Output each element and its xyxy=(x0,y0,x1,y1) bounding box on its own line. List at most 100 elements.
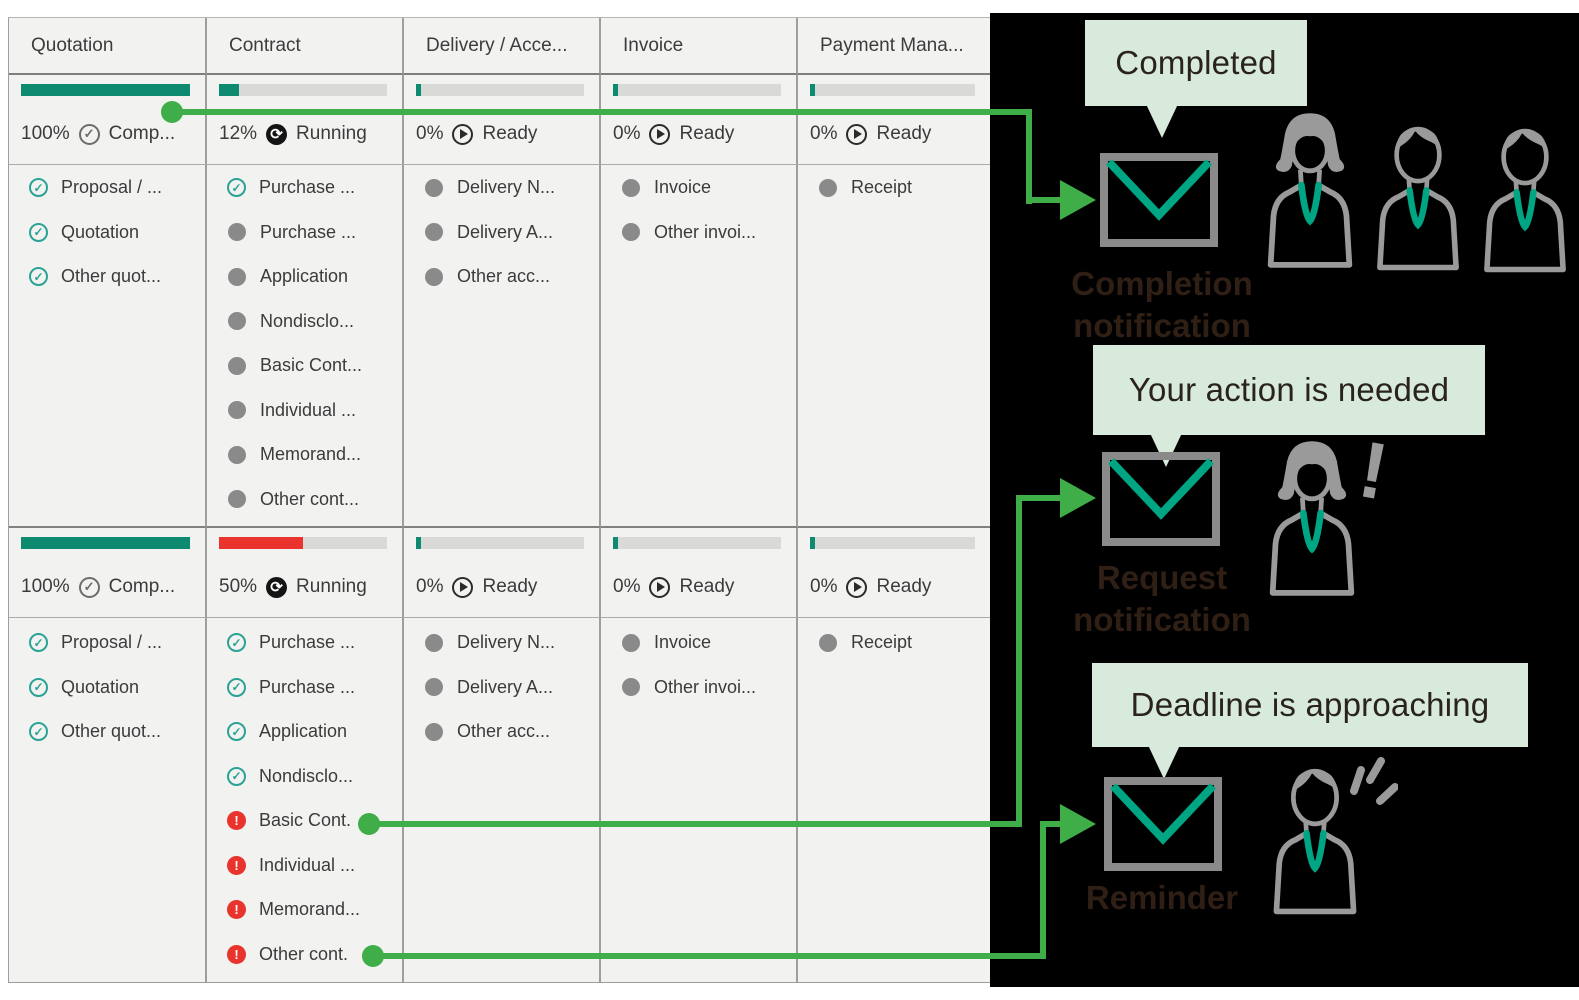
item-label: Application xyxy=(259,721,348,741)
document-item[interactable]: Individual ... xyxy=(227,398,402,423)
item-label: Basic Cont. xyxy=(259,810,352,830)
document-item[interactable]: Proposal / ... xyxy=(29,175,205,200)
document-item[interactable]: Purchase ... xyxy=(227,220,402,245)
document-item[interactable]: Receipt xyxy=(818,175,990,200)
document-item[interactable]: Delivery A... xyxy=(424,675,599,700)
progress-cell[interactable]: 100% Comp... xyxy=(9,75,207,165)
progress-percent: 100% xyxy=(21,123,70,144)
item-pending-icon xyxy=(819,178,837,197)
connector-line xyxy=(368,821,1022,827)
document-item[interactable]: Other invoi... xyxy=(621,675,796,700)
column-header-contract: Contract xyxy=(207,18,404,75)
document-item[interactable]: Nondisclo... xyxy=(227,309,402,334)
progress-cell[interactable]: 0%Ready xyxy=(798,75,992,165)
progress-bar xyxy=(416,84,584,96)
document-item[interactable]: Invoice xyxy=(621,630,796,655)
person-icon xyxy=(1484,128,1566,273)
connector-dot xyxy=(358,813,380,835)
progress-cell[interactable]: 0%Ready xyxy=(404,528,601,618)
progress-fill xyxy=(416,537,421,549)
item-alert-icon xyxy=(227,900,246,919)
progress-fill xyxy=(810,537,815,549)
document-item[interactable]: Quotation xyxy=(29,675,205,700)
item-label: Quotation xyxy=(61,676,140,697)
caption-line: Reminder xyxy=(1085,879,1239,916)
document-item[interactable]: Purchase ... xyxy=(227,675,402,700)
progress-percent: 0% xyxy=(416,576,444,597)
document-item[interactable]: Application xyxy=(227,719,402,744)
items-cell: Purchase ... Purchase ... Application No… xyxy=(207,165,404,528)
document-item[interactable]: Quotation xyxy=(29,220,205,245)
document-item[interactable]: Delivery A... xyxy=(424,220,599,245)
document-item[interactable]: Nondisclo... xyxy=(227,764,402,789)
status-complete-icon xyxy=(78,576,100,598)
status-running-icon xyxy=(266,576,288,598)
item-done-icon xyxy=(227,722,246,741)
progress-cell[interactable]: 12%Running xyxy=(207,75,404,165)
item-label: Individual ... xyxy=(259,854,356,875)
progress-cell[interactable]: 0%Ready xyxy=(601,528,798,618)
document-item[interactable]: Other invoi... xyxy=(621,220,796,245)
document-item[interactable]: Other cont. xyxy=(227,942,402,967)
document-item[interactable]: Basic Cont. xyxy=(227,808,402,833)
caption-line: Completion xyxy=(1071,265,1253,302)
items-cell: Purchase ... Purchase ... Application No… xyxy=(207,618,404,982)
document-item[interactable]: Purchase ... xyxy=(227,630,402,655)
speech-bubble-completed: Completed xyxy=(1085,20,1307,106)
document-item[interactable]: Invoice xyxy=(621,175,796,200)
item-label: Delivery N... xyxy=(457,632,556,652)
progress-bar xyxy=(21,84,190,96)
caption-line: notification xyxy=(1073,307,1251,344)
item-label: Quotation xyxy=(61,221,140,242)
document-item[interactable]: Delivery N... xyxy=(424,175,599,200)
item-pending-icon xyxy=(425,267,443,286)
item-label: Purchase ... xyxy=(259,632,356,652)
status-label: Comp... xyxy=(108,123,176,144)
caption-line: notification xyxy=(1073,601,1251,638)
progress-percent: 12% xyxy=(219,123,258,144)
progress-cell[interactable]: 0%Ready xyxy=(404,75,601,165)
document-item[interactable]: Memorand... xyxy=(227,897,402,922)
progress-cell[interactable]: 50%Running xyxy=(207,528,404,618)
column-header-delivery: Delivery / Acce... xyxy=(404,18,601,75)
document-item[interactable]: Other acc... xyxy=(424,719,599,744)
progress-cell[interactable]: 0%Ready xyxy=(601,75,798,165)
progress-percent: 0% xyxy=(613,123,641,144)
connector-line xyxy=(1026,197,1064,203)
status-complete-icon xyxy=(78,123,100,145)
column-header-payment: Payment Mana... xyxy=(798,18,992,75)
item-label: Delivery N... xyxy=(457,177,556,197)
document-item[interactable]: Individual ... xyxy=(227,853,402,878)
connector-line xyxy=(1016,495,1022,827)
progress-percent: 0% xyxy=(613,576,641,597)
item-label: Basic Cont... xyxy=(260,355,363,375)
item-done-icon xyxy=(227,677,246,697)
document-item[interactable]: Delivery N... xyxy=(424,630,599,655)
document-item[interactable]: Proposal / ... xyxy=(29,630,205,655)
item-label: Nondisclo... xyxy=(259,765,354,786)
document-item[interactable]: Purchase ... xyxy=(227,175,402,200)
progress-cell[interactable]: 100%Comp... xyxy=(9,528,207,618)
document-item[interactable]: Other cont... xyxy=(227,487,402,512)
document-item[interactable]: Other quot... xyxy=(29,719,205,744)
progress-bar xyxy=(613,84,781,96)
document-item[interactable]: Basic Cont... xyxy=(227,353,402,378)
status-label: Ready xyxy=(876,123,932,144)
progress-bar xyxy=(416,537,584,549)
item-label: Other acc... xyxy=(457,721,551,741)
bubble-tail xyxy=(1146,104,1178,138)
status-label: Ready xyxy=(482,123,538,144)
document-item[interactable]: Receipt xyxy=(818,630,990,655)
document-item[interactable]: Application xyxy=(227,264,402,289)
item-pending-icon xyxy=(228,356,246,375)
document-item[interactable]: Other quot... xyxy=(29,264,205,289)
progress-bar xyxy=(613,537,781,549)
document-item[interactable]: Other acc... xyxy=(424,264,599,289)
progress-cell[interactable]: 0%Ready xyxy=(798,528,992,618)
item-alert-icon xyxy=(227,855,246,875)
item-label: Memorand... xyxy=(260,444,362,464)
document-item[interactable]: Memorand... xyxy=(227,442,402,467)
item-label: Application xyxy=(260,266,349,286)
progress-fill xyxy=(21,84,190,96)
item-label: Other invoi... xyxy=(654,221,757,242)
